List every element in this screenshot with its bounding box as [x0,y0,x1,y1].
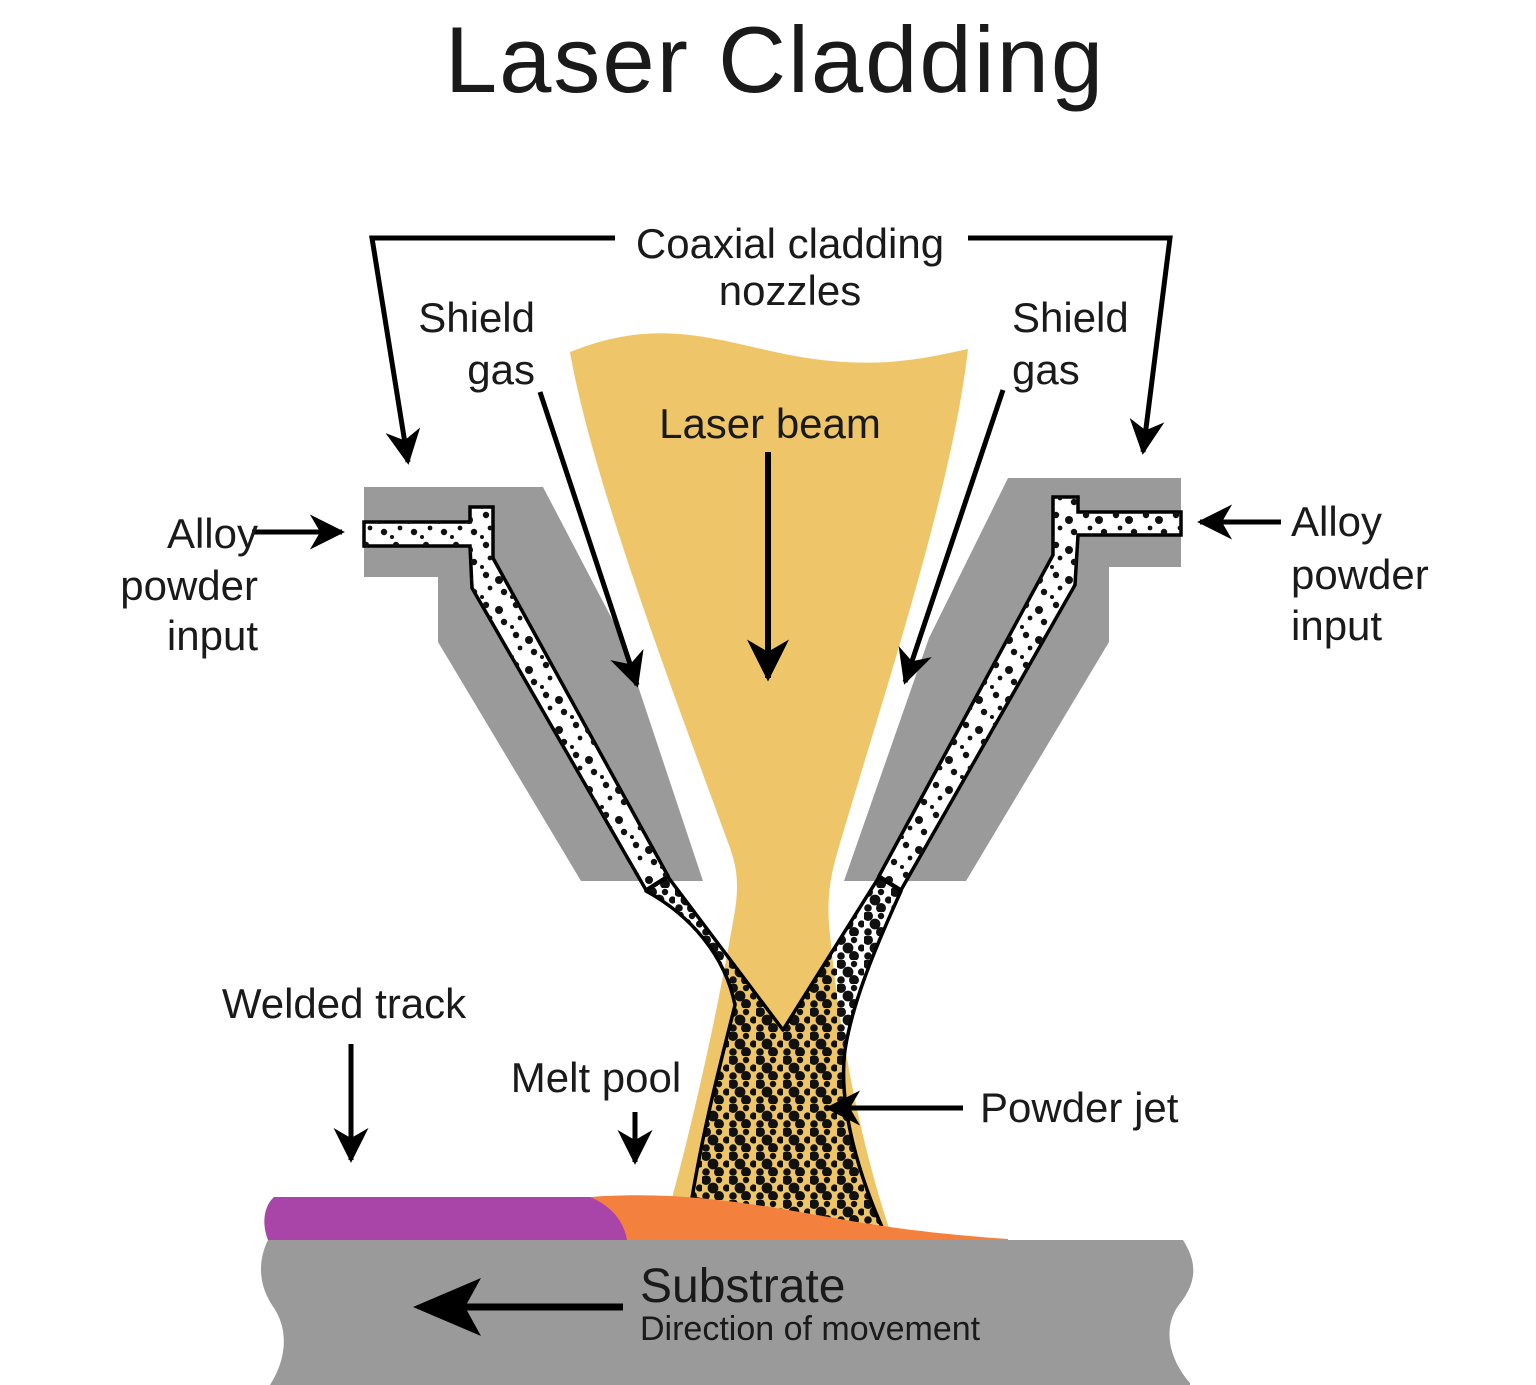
coaxial-pointer-right [968,235,1173,455]
substrate-shape [260,1240,1194,1385]
right-powder-channel-dots [879,497,1181,890]
svg-text:input: input [167,612,258,659]
coaxial-pointer-left [369,235,615,465]
shield-gas-arrow-left [537,391,644,688]
welded-track-shape [264,1197,627,1240]
shield-gas-arrow-right [898,389,1006,685]
direction-of-movement-arrow [413,1278,623,1336]
alloy-powder-input-label-left: Alloy powder input [120,510,258,659]
svg-text:Coaxial cladding: Coaxial cladding [636,220,944,267]
svg-text:gas: gas [1012,346,1080,393]
laser-beam-shape [570,333,968,1240]
diagram-title: Laser Cladding [445,7,1105,112]
alloy-powder-input-label-right: Alloy powder input [1291,498,1429,649]
svg-text:powder: powder [120,562,258,609]
melt-pool-label: Melt pool [511,1054,681,1101]
svg-text:Shield: Shield [1012,294,1129,341]
left-powder-channel-dots [364,507,668,890]
svg-text:nozzles: nozzles [719,267,861,314]
shield-gas-label-right: Shield gas [1012,294,1129,393]
svg-text:Shield: Shield [418,294,535,341]
coaxial-nozzles-label: Coaxial cladding nozzles [636,220,944,314]
svg-text:gas: gas [467,346,535,393]
substrate-label: Substrate [640,1260,845,1313]
svg-text:Alloy: Alloy [1291,498,1382,545]
shield-gas-label-left: Shield gas [418,294,535,393]
welded-track-label: Welded track [222,980,467,1027]
powder-jet-label: Powder jet [980,1084,1179,1131]
laser-beam-label: Laser beam [659,400,881,447]
svg-text:Alloy: Alloy [167,510,258,557]
direction-of-movement-label: Direction of movement [640,1310,981,1348]
melt-pool-shape [560,1195,1008,1240]
svg-text:powder: powder [1291,551,1429,598]
svg-text:input: input [1291,602,1382,649]
